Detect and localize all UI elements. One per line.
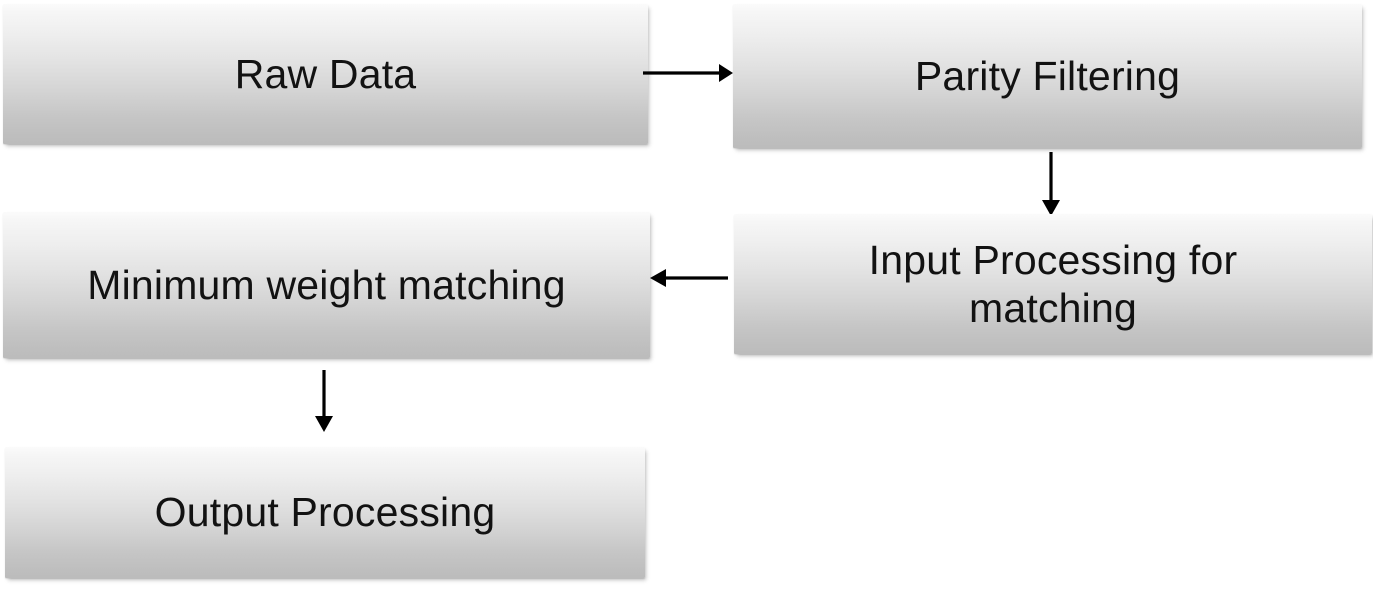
edge-input-processing-to-minimum-weight-matching	[650, 261, 728, 295]
node-raw-data[interactable]: Raw Data	[3, 4, 648, 144]
node-raw-data-label: Raw Data	[234, 50, 417, 97]
node-minimum-weight-matching[interactable]: Minimum weight matching	[3, 212, 650, 358]
node-minimum-weight-matching-label: Minimum weight matching	[87, 261, 566, 308]
edge-minimum-weight-matching-to-output-processing	[308, 370, 340, 432]
edge-raw-data-to-parity-filtering	[643, 56, 733, 90]
edge-parity-filtering-to-input-processing	[1035, 152, 1067, 216]
node-output-processing-label: Output Processing	[154, 489, 496, 536]
node-parity-filtering-label: Parity Filtering	[914, 52, 1181, 99]
node-input-processing-for-matching[interactable]: Input Processing for matching	[734, 214, 1372, 354]
node-input-processing-for-matching-label: Input Processing for matching	[868, 236, 1238, 331]
node-output-processing[interactable]: Output Processing	[5, 447, 645, 578]
node-parity-filtering[interactable]: Parity Filtering	[733, 4, 1362, 148]
